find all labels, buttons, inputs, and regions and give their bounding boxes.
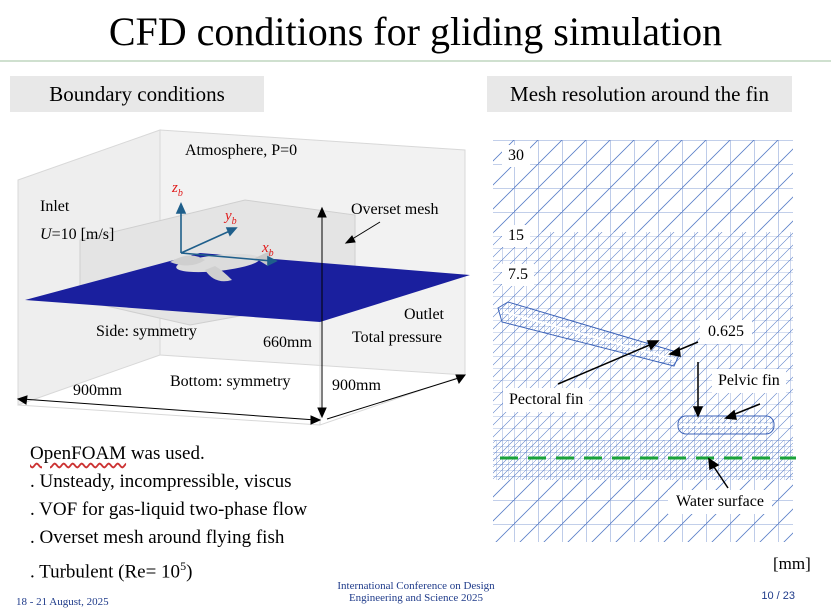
page-number: 10 / 23 [761,590,795,602]
unit-label: [mm] [773,554,811,573]
dimension-lines [16,206,466,425]
inlet-velocity-value: =10 [m/s] [51,226,115,243]
axis-y-label: yb [225,208,237,227]
coarse-mesh-top [493,140,793,232]
fine-mesh-surface-band [493,440,793,480]
pelvic-fin-label: Pelvic fin [712,369,786,393]
water-surface-label: Water surface [668,490,772,514]
bullet-turbulent: . Turbulent (Re= 105) [30,559,193,583]
bullet-vof: . VOF for gas-liquid two-phase flow [30,499,308,520]
total-pressure-label: Total pressure [352,329,442,346]
pectoral-fin-refinement [497,301,681,367]
inlet-label: Inlet [40,198,70,215]
conference-line-2: Engineering and Science 2025 [348,592,484,604]
water-plane [25,253,470,322]
axis-x-label: xb [262,240,274,259]
method-bullet-list: OpenFOAM was used. . Unsteady, incompres… [30,440,307,586]
body-axes [175,202,278,267]
openfoam-term: OpenFOAM [30,443,127,464]
mesh-size-0-625-label: 0.625 [700,320,752,344]
depth-dimension-label: 900mm [332,377,381,394]
side-symmetry-label: Side: symmetry [96,323,197,340]
boundary-conditions-label: Boundary conditions [10,76,264,112]
pectoral-fin-label: Pectoral fin [503,388,590,412]
height-dimension-label: 660mm [263,334,312,351]
bullet-overset: . Overset mesh around flying fish [30,527,285,548]
inlet-velocity-symbol: U [40,226,52,243]
pectoral-fin-shape [503,311,677,361]
outlet-label: Outlet [404,306,444,323]
bottom-symmetry-label: Bottom: symmetry [170,373,291,390]
bullet-unsteady: . Unsteady, incompressible, viscus [30,471,292,492]
slide-title: CFD conditions for gliding simulation [108,9,723,54]
mesh-size-30-label: 30 [502,145,530,167]
bullet-openfoam: OpenFOAM was used. [30,443,205,464]
conference-line-1: International Conference on Design [337,580,495,592]
width-dimension-label: 900mm [73,382,122,399]
title-divider [0,60,831,62]
mesh-resolution-label: Mesh resolution around the fin [487,76,792,112]
atmosphere-label: Atmosphere, P=0 [185,142,298,159]
domain-figure [16,129,470,426]
footer-conference: International Conference on Design Engin… [316,580,516,604]
inlet-velocity-label: U=10 [m/s] [40,226,114,244]
axis-z-label: zb [172,180,183,199]
mesh-figure [493,140,796,542]
mesh-annotation-arrows [557,340,761,489]
overset-mesh-label: Overset mesh [351,201,439,218]
mesh-size-7-5-label: 7.5 [502,264,534,286]
footer-date: 18 - 21 August, 2025 [16,596,109,608]
mesh-size-15-label: 15 [502,225,530,247]
